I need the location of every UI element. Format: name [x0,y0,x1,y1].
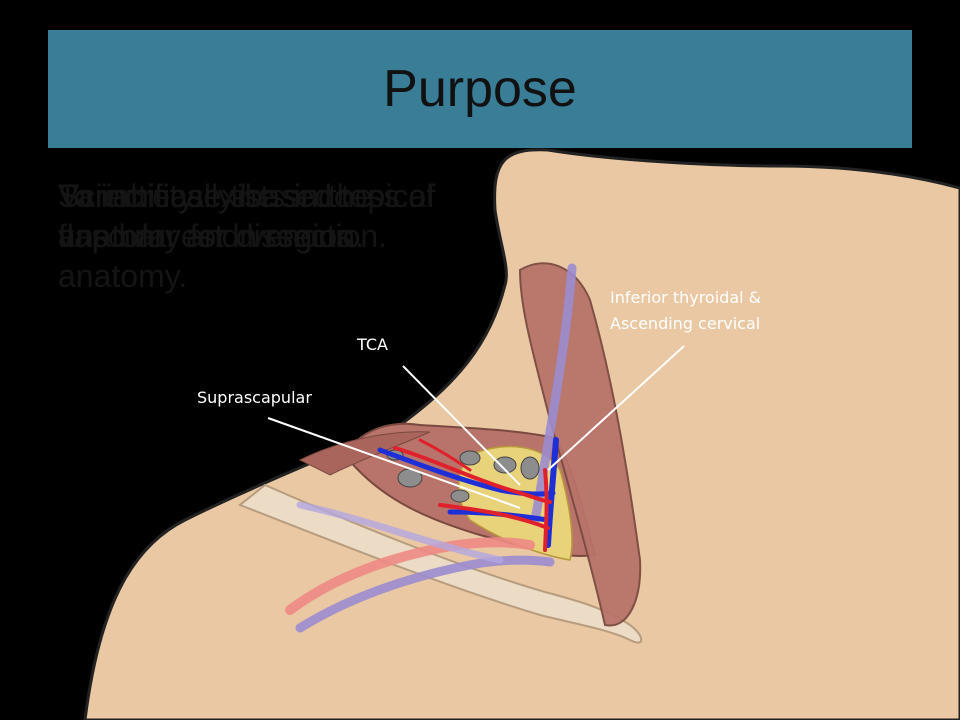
bullet-text-1: Variability exists in the vascular and v… [58,178,373,294]
artery-branch [418,438,472,472]
artery-branch [543,468,549,552]
suprascapular-artery [438,503,550,530]
label-ascending-cervical: Ascending cervical [610,314,761,333]
title-bar: Purpose [48,30,912,148]
lymph-node [493,456,517,474]
leader-line-suprascapular [267,417,521,509]
subclavian-vessel-purple [295,555,555,633]
transverse-cervical-artery [393,446,552,504]
internal-jugular-vein [545,437,559,548]
lymph-node [459,450,481,466]
lymph-node [450,489,470,503]
label-tca: TCA [357,335,388,354]
bullet-text-3: To increase the success of flap harvest … [58,178,436,254]
slide-title: Purpose [383,60,577,118]
label-suprascapular: Suprascapular [197,388,312,407]
subclavian-vessel-pink [285,537,535,615]
sternocleidomastoid-muscle [518,262,642,627]
label-inferior-thyroidal: Inferior thyroidal & [610,288,762,307]
arm-vessel-purple [296,501,504,564]
leader-line-tca [402,365,521,486]
lymph-node [520,456,540,480]
transverse-cervical-vein [377,447,556,497]
bullet-text-2: Scientifically-based topical anatomy for… [58,178,434,254]
leader-line-inferior-thyroidal [547,345,685,471]
